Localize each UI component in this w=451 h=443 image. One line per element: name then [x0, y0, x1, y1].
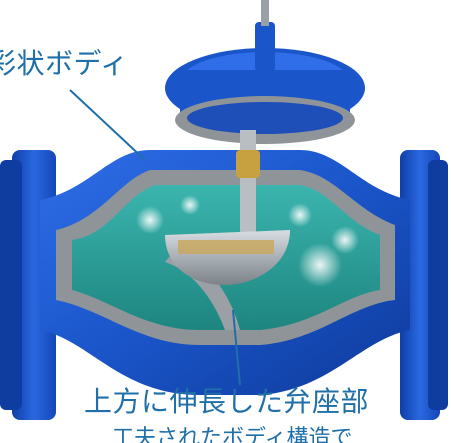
callout-label-sub: 工夫されたボディ構造で [112, 426, 353, 443]
bonnet [165, 0, 365, 144]
callout-line-top [69, 89, 146, 161]
flow-bubbles [136, 195, 359, 287]
valve-stem [240, 130, 256, 240]
callout-label-bottom: 上方に伸長した弁座部 [84, 385, 370, 418]
callout-label-top: 彩状ボディ [0, 47, 129, 80]
callout-line-bottom [232, 309, 241, 386]
